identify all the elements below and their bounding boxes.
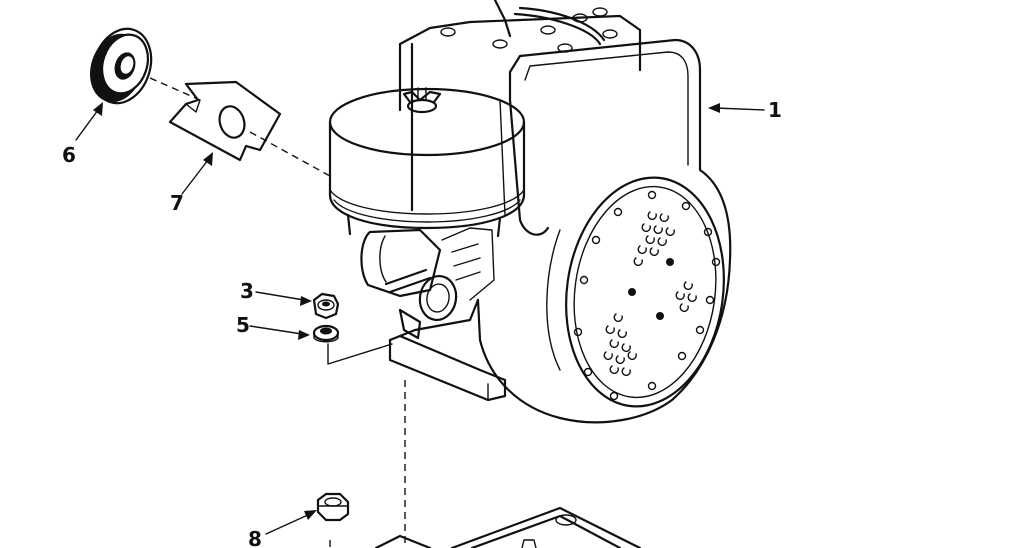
callout-part-1: 1 <box>768 98 782 122</box>
screen-vents <box>603 211 697 376</box>
part-3-nut <box>312 292 340 320</box>
callout-part-3: 3 <box>240 279 254 303</box>
part-8-nut <box>316 492 350 522</box>
callout-part-7: 7 <box>170 191 184 215</box>
callout-part-5: 5 <box>236 313 250 337</box>
callout-part-6: 6 <box>62 143 76 167</box>
alignment-lines <box>149 77 406 548</box>
part-5-washer <box>312 324 340 343</box>
leader-lines <box>75 102 765 535</box>
engine-assembly <box>328 0 732 424</box>
stud-line <box>327 343 393 365</box>
starter-flange <box>565 176 725 408</box>
part-7-plate <box>168 80 282 162</box>
callout-part-8: 8 <box>248 527 262 548</box>
part-6-bushing <box>90 27 153 105</box>
mounting-plate <box>374 506 642 548</box>
carburetor <box>360 227 495 340</box>
air-cleaner <box>328 87 526 238</box>
